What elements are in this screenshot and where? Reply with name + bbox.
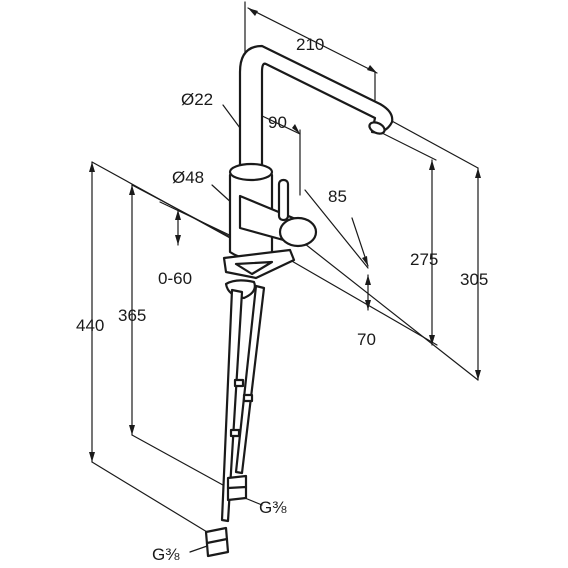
label-mount-range: 0-60 xyxy=(158,269,192,288)
label-spout-diameter: Ø22 xyxy=(181,90,213,109)
dimension-labels: 210 Ø22 90 Ø48 85 275 305 0-60 70 365 44… xyxy=(76,35,488,564)
label-connection-b: G⅜ xyxy=(152,545,180,564)
label-angle-offset: 90 xyxy=(268,113,287,132)
label-height-total: 305 xyxy=(460,270,488,289)
label-hose-length-b: 440 xyxy=(76,316,104,335)
label-body-diameter: Ø48 xyxy=(172,168,204,187)
label-height-spout: 275 xyxy=(410,250,438,269)
arrow-heads xyxy=(89,8,481,462)
supply-hoses xyxy=(204,284,266,558)
label-base-offset: 70 xyxy=(357,330,376,349)
faucet-body xyxy=(222,44,394,300)
dimension-lines xyxy=(91,1,479,553)
label-connection-a: G⅜ xyxy=(259,498,287,517)
label-hose-length-a: 365 xyxy=(118,306,146,325)
label-lever-offset: 85 xyxy=(328,187,347,206)
label-spout-reach: 210 xyxy=(296,35,324,54)
